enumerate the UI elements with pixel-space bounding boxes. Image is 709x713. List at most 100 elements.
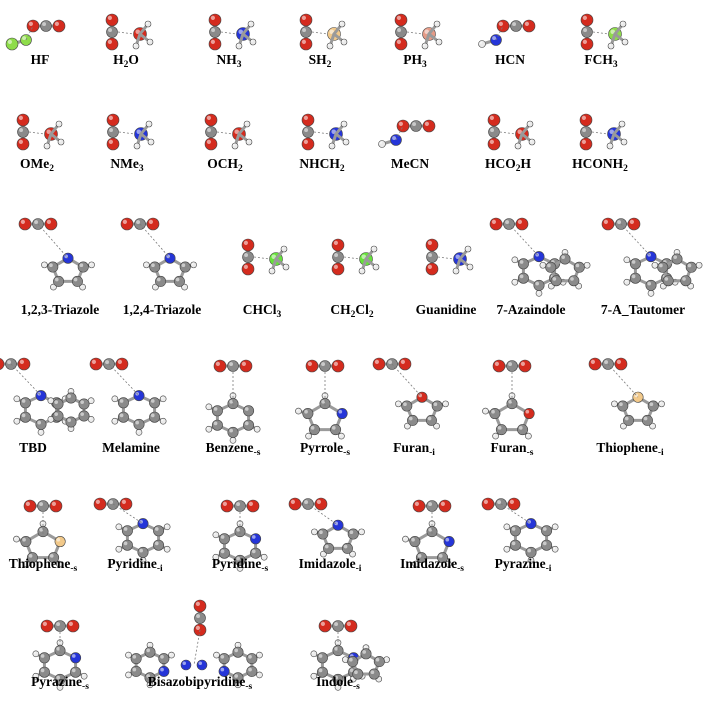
oxygen-atom	[318, 619, 332, 633]
molecule-label: Melamine	[61, 440, 201, 456]
label-subscript: 3	[422, 60, 427, 70]
label-text: Thiophene	[596, 440, 658, 455]
label-text: SH	[308, 52, 327, 67]
molecule-label: MeCN	[340, 156, 480, 172]
label-text: Imidazole	[298, 556, 356, 571]
molecule-label: Pyridine-i	[65, 556, 205, 574]
label-text: Furan	[393, 440, 430, 455]
molecule-label: Indole-s	[268, 674, 408, 692]
label-subscript: -s	[343, 448, 351, 458]
molecule-label: PH3	[345, 52, 485, 70]
label-text: Pyrazine	[494, 556, 546, 571]
molecule-label: OCH2	[155, 156, 295, 174]
label-subscript: 3	[138, 164, 144, 174]
carbon-atom	[332, 645, 344, 657]
label-subscript: 2	[339, 164, 345, 174]
label-subscript: -s	[352, 682, 360, 692]
label-text: NMe	[110, 156, 139, 171]
molecule-label: HCN	[440, 52, 580, 68]
label-text: HCONH	[572, 156, 624, 171]
molecule-label: OMe2	[0, 156, 107, 174]
label-text: Pyrrole	[299, 440, 344, 455]
carbon-atom	[316, 652, 328, 664]
label-subscript: -i	[429, 448, 435, 458]
label-subscript: -s	[245, 682, 253, 692]
label-text: Guanidine	[415, 302, 477, 317]
molecule-label: Thiophene-i	[560, 440, 700, 458]
carbon-atom	[373, 656, 385, 668]
label-subscript: -s	[261, 564, 269, 574]
label-text: OMe	[20, 156, 50, 171]
label-text: MeCN	[390, 156, 430, 171]
co2-molecule	[318, 619, 358, 633]
label-subscript: 2	[350, 310, 356, 320]
label-text: Thiophene	[8, 556, 71, 571]
hydrogen-atom	[383, 656, 390, 663]
molecule-label: NMe3	[57, 156, 197, 174]
carbon-atom	[332, 620, 344, 632]
label-subscript: 2	[123, 60, 129, 70]
hetero-atom	[348, 652, 360, 664]
carbon-atom	[360, 648, 372, 660]
label-text: 7-Azaindole	[496, 302, 566, 317]
label-subscript: 3	[276, 310, 282, 320]
molecule-label: NHCH2	[252, 156, 392, 174]
label-subscript: -s	[70, 564, 78, 574]
label-text: PH	[403, 52, 422, 67]
label-subscript: 2	[623, 164, 628, 174]
label-text: H	[113, 52, 124, 67]
molecule-label: 1,2,4-Triazole	[92, 302, 232, 318]
label-subscript: 2	[515, 164, 521, 174]
label-text: Pyrazine	[31, 674, 83, 689]
label-subscript: -s	[82, 682, 89, 692]
molecule-label: 1,2,3-Triazole	[0, 302, 130, 318]
label-tail: H	[520, 156, 532, 171]
label-text: NH	[216, 52, 237, 67]
molecule-label: HF	[0, 52, 110, 68]
molecule-label: CHCl3	[192, 302, 332, 320]
molecule-label: Imidazole-s	[362, 556, 502, 574]
label-subscript: -s	[526, 448, 534, 458]
molecule-label: 7-A_Tautomer	[573, 302, 709, 318]
label-subscript: -i	[657, 448, 664, 458]
hydrogen-atom	[342, 656, 349, 663]
label-text: Benzene	[205, 440, 254, 455]
label-subscript: 2	[49, 164, 54, 174]
label-text: FCH	[584, 52, 613, 67]
label-text: Melamine	[102, 440, 160, 455]
hydrogen-atom	[310, 650, 318, 658]
molecule-label: Pyrazine-i	[453, 556, 593, 574]
label-text: CHCl	[242, 302, 277, 317]
label-subscript: -i	[156, 564, 163, 574]
label-text: Imidazole	[400, 556, 458, 571]
molecule-label: TBD	[0, 440, 103, 456]
molecule-label: Imidazole-i	[260, 556, 400, 574]
label-subscript: -i	[545, 564, 552, 574]
label-subscript: 3	[236, 60, 242, 70]
carbon-atom	[347, 656, 359, 668]
molecule-label: NH3	[159, 52, 299, 70]
label-text: Pyridine	[211, 556, 262, 571]
label-subscript: 3	[612, 60, 618, 70]
label-subscript: -s	[253, 448, 261, 458]
label-tail: O	[128, 52, 139, 67]
label-text: TBD	[19, 440, 47, 455]
label-text: NHCH	[299, 156, 340, 171]
label-tail: Cl	[355, 302, 369, 317]
molecule-label: CH2Cl2	[282, 302, 422, 320]
label-text: HCO	[484, 156, 516, 171]
molecule-label: Pyrrole-s	[255, 440, 395, 458]
label-subscript: 2	[326, 60, 332, 70]
label-text: 1,2,4-Triazole	[122, 302, 202, 317]
molecule-label: SH2	[250, 52, 390, 70]
molecule-label: HCONH2	[530, 156, 670, 174]
hydrogen-atom	[334, 639, 342, 646]
molecule-label: Furan-i	[344, 440, 484, 458]
label-text: 1,2,3-Triazole	[20, 302, 100, 317]
molecule-label: FCH3	[531, 52, 671, 70]
label-subscript: 2	[238, 164, 243, 174]
oxygen-atom	[344, 619, 358, 633]
